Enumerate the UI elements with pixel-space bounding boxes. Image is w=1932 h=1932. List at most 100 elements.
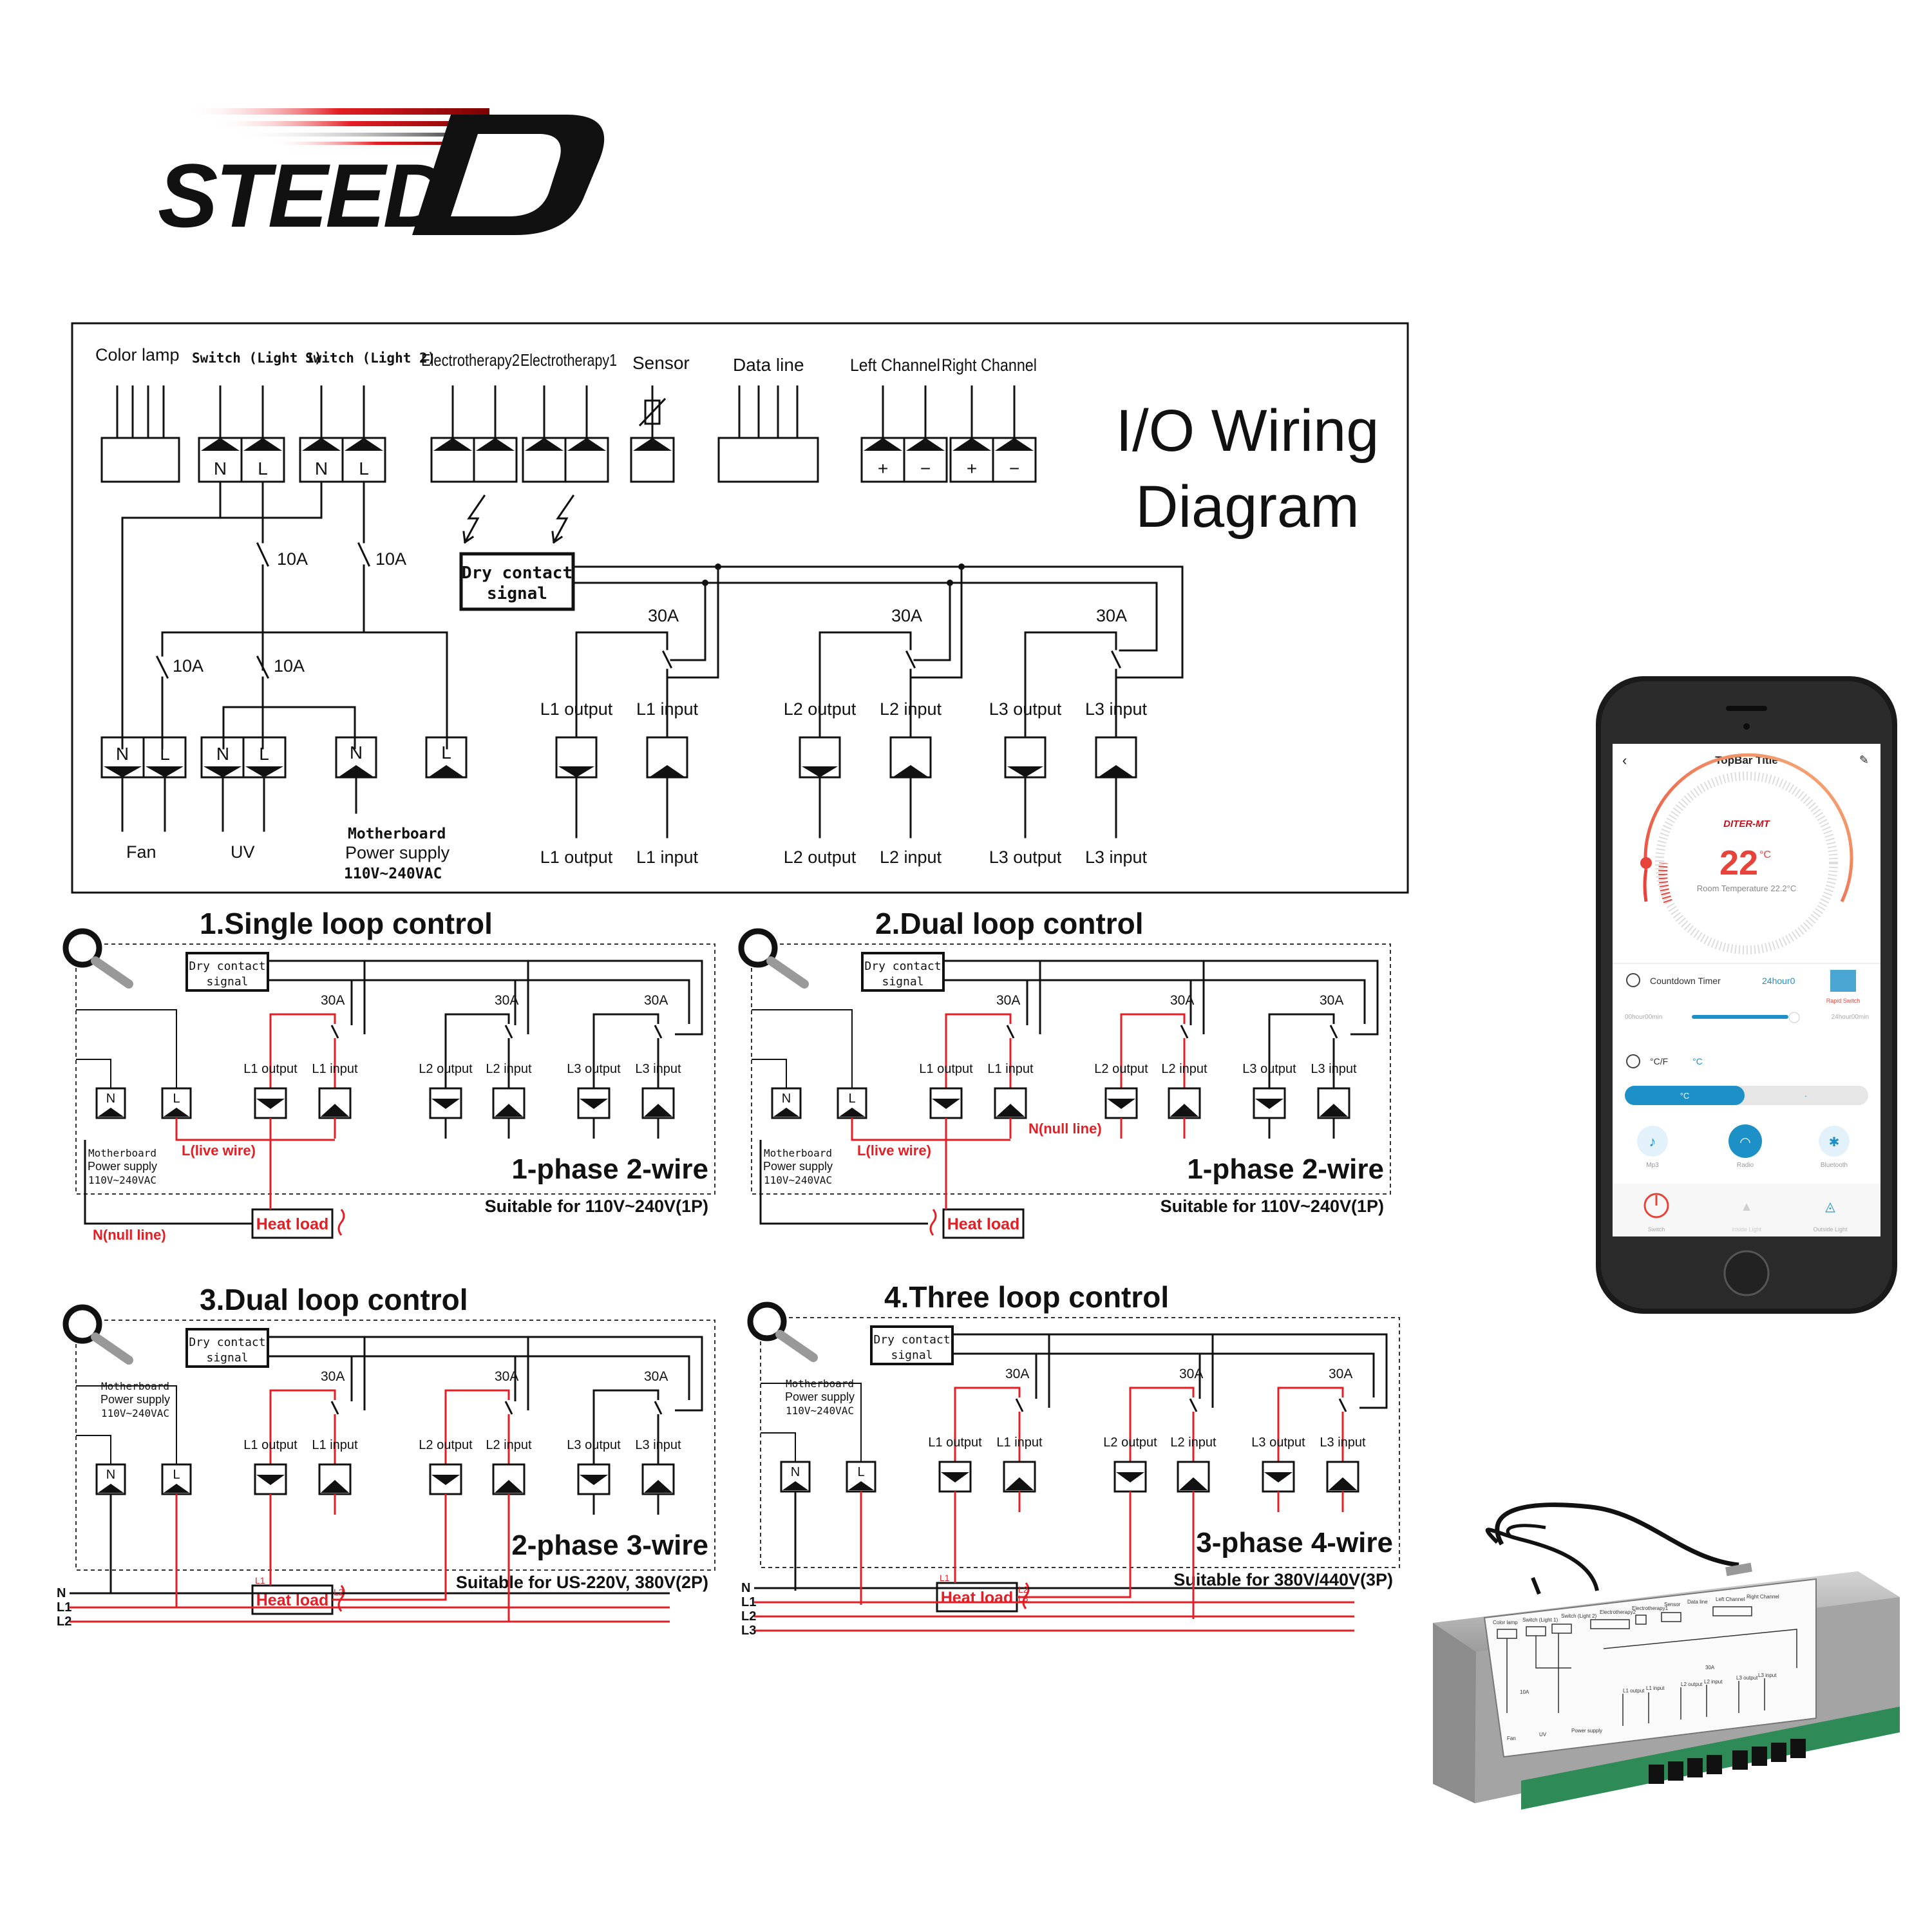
phone-brand: DITER-MT (1723, 819, 1770, 829)
live-wire (851, 1118, 1010, 1141)
heat-tag: L3 (1018, 1593, 1028, 1604)
back-icon[interactable]: ‹ (1622, 752, 1627, 768)
tab-outside-light[interactable]: Outside Light (1813, 1226, 1848, 1233)
svg-text:♪: ♪ (1649, 1133, 1656, 1150)
relay-output-label: L2 output (419, 1062, 473, 1076)
terminal-arrow (1107, 1099, 1135, 1109)
relay-loop (954, 1387, 1021, 1468)
label-fan: Fan (126, 842, 156, 862)
wire-type: 3-phase 4-wire (1196, 1527, 1393, 1558)
io-l1-output-top: L1 output (540, 699, 613, 719)
tab-switch[interactable]: Switch (1648, 1226, 1665, 1233)
device-photo: Color lamp Switch (Light 1) Switch (Ligh… (1433, 1502, 1900, 1810)
device-label-color-lamp: Color lamp (1493, 1620, 1518, 1625)
magnifier-icon (62, 1304, 102, 1344)
signal-bus (268, 960, 703, 1036)
mb-label: 110V~240VAC (101, 1407, 169, 1419)
relay-output-label: L1 output (919, 1062, 973, 1076)
term-plus-r: + (967, 459, 977, 478)
magnifier-handle (91, 956, 133, 989)
supply-line-label: L2 (57, 1615, 71, 1629)
signal-bus (943, 979, 1366, 1024)
gauge-handle[interactable] (1640, 857, 1652, 869)
outside-light-icon[interactable]: ◬ (1825, 1200, 1835, 1214)
tab-inside-light[interactable]: Inside Light (1732, 1226, 1762, 1233)
terminal-arrow (782, 1481, 808, 1490)
label-mb-3: 110V~240VAC (344, 866, 442, 882)
edit-icon[interactable]: ✎ (1859, 753, 1869, 766)
mb-feed (761, 1432, 796, 1462)
mb-label: Power supply (100, 1393, 170, 1406)
relay-amp: 30A (1005, 1367, 1029, 1381)
relay-amp: 30A (996, 993, 1020, 1008)
heat-load-label: Heat load (256, 1215, 329, 1233)
radio-icon[interactable] (1728, 1124, 1762, 1158)
mb-label: Power supply (763, 1160, 833, 1173)
terminal-arrow (1255, 1099, 1283, 1109)
supply-line-label: L1 (57, 1600, 71, 1615)
terminal-arrow (1329, 1477, 1357, 1490)
panel-frame (751, 943, 1391, 1195)
magnifier-icon (747, 1302, 787, 1341)
mp3-icon[interactable] (1637, 1126, 1668, 1157)
temp-unit: °C (1759, 849, 1771, 860)
terminal-arrow (1179, 1477, 1208, 1490)
heat-load-label: Heat load (941, 1589, 1014, 1607)
dry-contact-label-2: signal (206, 1351, 248, 1365)
mb-terminal-label: N (791, 1465, 800, 1479)
mb-label: 110V~240VAC (786, 1405, 854, 1417)
device-label-sensor: Sensor (1664, 1602, 1681, 1607)
terminal-arrow (1116, 1472, 1144, 1482)
relay-loop (592, 1389, 659, 1471)
label-electro1: Electrotherapy1 (520, 350, 617, 370)
rapid-switch-button[interactable] (1830, 970, 1856, 992)
mb-label: 110V~240VAC (764, 1174, 832, 1186)
inside-light-icon[interactable]: ▲ (1740, 1200, 1753, 1214)
terminal-arrow (1320, 1104, 1348, 1117)
countdown-slider[interactable] (1692, 1015, 1788, 1019)
device-label-l1-output: L1 output (1623, 1688, 1645, 1694)
relay-amp: 30A (1320, 993, 1343, 1008)
unit-icon (1626, 1054, 1640, 1068)
term-n-1: N (214, 459, 227, 478)
relay-switch (654, 1401, 663, 1415)
mb-terminal-label: L (173, 1092, 180, 1106)
mb-feed (76, 1009, 177, 1088)
dry-contact-label-1: Dry contact (189, 1336, 265, 1349)
amp-10a-4: 10A (274, 656, 305, 676)
relay-loop (444, 1013, 510, 1095)
supply-line-label: N (741, 1581, 750, 1595)
suitable-note: Suitable for US-220V, 380V(2P) (456, 1573, 708, 1592)
unit-toggle-on[interactable] (1625, 1086, 1745, 1105)
bluetooth-icon[interactable] (1819, 1126, 1850, 1157)
signal-bus (268, 1336, 703, 1412)
relay-loop (1129, 1387, 1195, 1468)
brand-logo: STEED (158, 108, 605, 246)
relay-loop (1277, 1387, 1344, 1468)
term-mb-l: L (441, 743, 451, 762)
panel-title: 3.Dual loop control (200, 1283, 468, 1316)
device-label-l1-input: L1 input (1646, 1685, 1665, 1691)
mb-feed (752, 1059, 787, 1088)
amp-30a-1: 30A (648, 606, 679, 625)
temperature-gauge: DITER-MT 22 °C Room Temperature 22.2°C (1640, 753, 1853, 954)
mb-feed (76, 1059, 111, 1088)
dry-contact-box (185, 952, 269, 992)
countdown-slider-thumb[interactable] (1788, 1012, 1800, 1023)
panel-title: 4.Three loop control (884, 1280, 1169, 1314)
svg-text:✱: ✱ (1829, 1135, 1840, 1150)
terminal-arrow (580, 1475, 608, 1485)
device-label-fan: Fan (1507, 1736, 1516, 1741)
heat-load-label: Heat load (256, 1591, 329, 1609)
mb-terminal-label: L (848, 1092, 855, 1106)
relay-amp: 30A (1329, 1367, 1352, 1381)
signal-bus (952, 1352, 1375, 1397)
label-color-lamp: Color lamp (95, 345, 180, 365)
relay-switch (654, 1025, 663, 1039)
relay-input-label: L1 input (312, 1062, 358, 1076)
mb-terminal-label: N (782, 1092, 791, 1106)
rapid-switch-label: Rapid Switch (1826, 998, 1861, 1004)
power-icon[interactable] (1643, 1193, 1669, 1218)
countdown-label: Countdown Timer (1650, 976, 1721, 986)
